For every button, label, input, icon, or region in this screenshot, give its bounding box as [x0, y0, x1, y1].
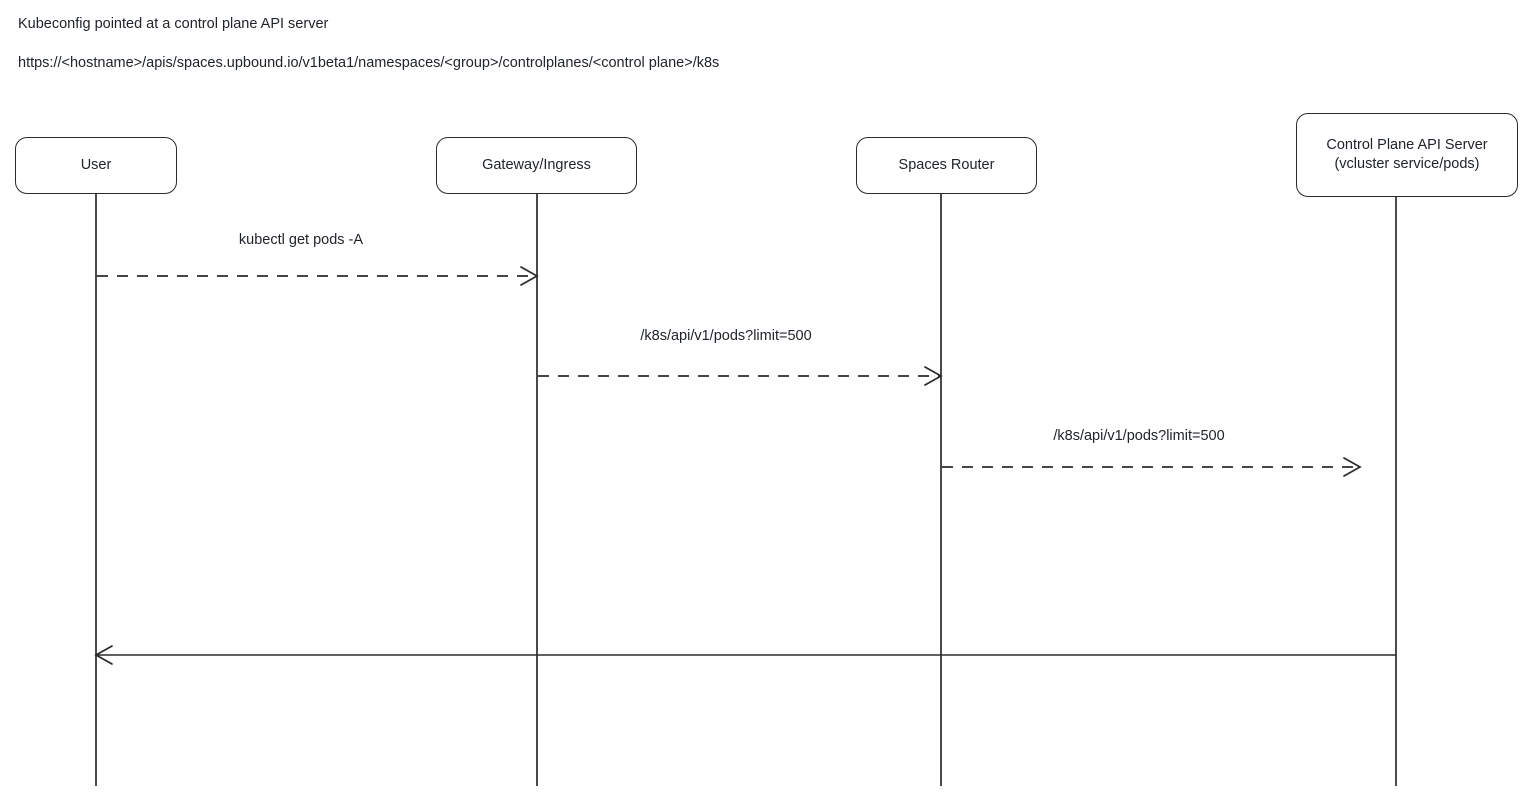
message-msg-pods-limit-gateway-router[interactable] [538, 366, 943, 386]
message-label-msg-kubectl-get-pods: kubectl get pods -A [238, 232, 364, 248]
message-msg-kubectl-get-pods[interactable] [97, 266, 539, 286]
participant-label-router: Spaces Router [898, 157, 995, 173]
participant-box-router[interactable]: Spaces Router [856, 137, 1037, 194]
participant-label-user: User [80, 157, 112, 173]
participant-label-apiserver: Control Plane API Server (vcluster servi… [1326, 137, 1488, 172]
header-title: Kubeconfig pointed at a control plane AP… [18, 16, 329, 32]
message-label-msg-pods-limit-gateway-router: /k8s/api/v1/pods?limit=500 [640, 328, 812, 344]
participant-box-gateway[interactable]: Gateway/Ingress [436, 137, 637, 194]
message-label-msg-pods-limit-router-apiserver: /k8s/api/v1/pods?limit=500 [1053, 428, 1225, 444]
arrowhead-msg-pods-limit-router-apiserver [1343, 457, 1362, 477]
lifeline-group [95, 194, 1397, 786]
header-text-block: Kubeconfig pointed at a control plane AP… [18, 14, 1418, 73]
participant-box-user[interactable]: User [15, 137, 177, 194]
message-arrow-group [94, 266, 1396, 665]
participant-label-gateway: Gateway/Ingress [482, 157, 591, 173]
arrowhead-msg-pods-limit-gateway-router [924, 366, 943, 386]
message-msg-response-to-user[interactable] [94, 645, 1396, 665]
header-url: https://<hostname>/apis/spaces.upbound.i… [18, 55, 720, 71]
message-msg-pods-limit-router-apiserver[interactable] [942, 457, 1362, 477]
participant-box-apiserver[interactable]: Control Plane API Server (vcluster servi… [1296, 113, 1518, 197]
arrowhead-msg-response-to-user [94, 645, 113, 665]
arrowhead-msg-kubectl-get-pods [520, 266, 539, 286]
